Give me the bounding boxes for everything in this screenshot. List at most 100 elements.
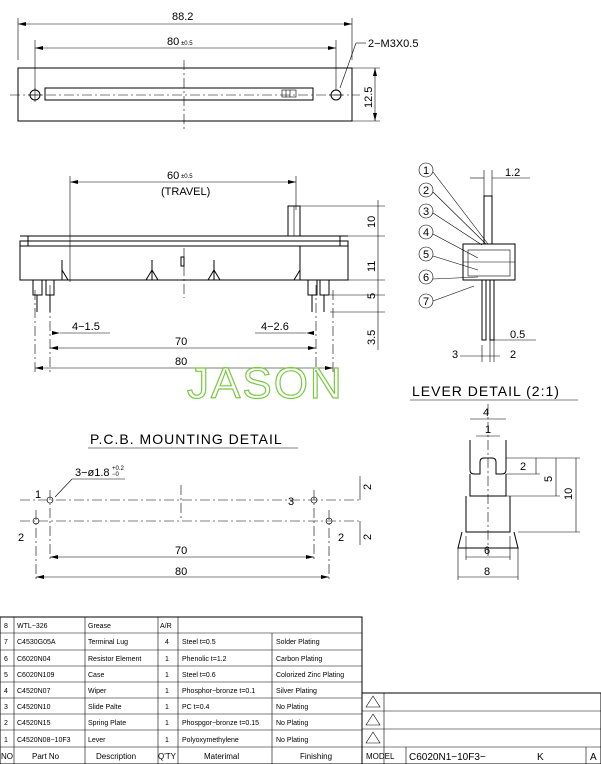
svg-text:Materimal: Materimal [204, 752, 239, 761]
lever-base-dim: 8 [484, 566, 490, 578]
svg-text:4: 4 [4, 688, 8, 695]
title-block: MODEL C6020N1−10F3− K A [361, 692, 601, 764]
svg-text:C6020N109: C6020N109 [17, 672, 54, 679]
svg-text:7: 7 [4, 639, 8, 646]
pcb-dim-2-bottom: 2 [362, 534, 374, 540]
svg-text:Grease: Grease [88, 623, 111, 630]
inner-span-dim: 70 [175, 336, 187, 348]
svg-text:C4520N07: C4520N07 [17, 688, 51, 695]
svg-text:Resistor Element: Resistor Element [88, 656, 141, 663]
svg-text:3: 3 [423, 206, 429, 218]
svg-text:Part No: Part No [32, 752, 60, 761]
callout-4: 4 [418, 224, 479, 259]
svg-text:4: 4 [423, 227, 429, 239]
lever-detail: LEVER DETAIL (2:1) 4 1 2 5 10 6 8 [410, 383, 580, 580]
pcb-hole-tol-lower: −0 [112, 472, 120, 478]
svg-text:5: 5 [4, 672, 8, 679]
travel-tol: ±0.5 [181, 174, 193, 180]
svg-text:Spring Plate: Spring Plate [88, 720, 126, 727]
svg-text:A/R: A/R [160, 623, 172, 630]
svg-text:Phospgor−bronze t=0.15: Phospgor−bronze t=0.15 [182, 720, 259, 727]
callout-6: 6 [418, 269, 479, 285]
model-number: C6020N1−10F3− [409, 752, 486, 763]
svg-text:Finishing: Finishing [300, 752, 332, 761]
pin-length-dim: 3.5 [366, 330, 378, 345]
revision-letter: A [590, 752, 597, 763]
svg-text:Terminal Lug: Terminal Lug [88, 639, 128, 646]
outer-span-dim: 80 [175, 356, 187, 368]
svg-text:Description: Description [96, 752, 136, 761]
svg-text:5: 5 [423, 249, 429, 261]
svg-text:C4520N15: C4520N15 [17, 720, 51, 727]
svg-text:NO: NO [1, 752, 13, 761]
callout-1: 1 [418, 162, 489, 245]
callout-3: 3 [418, 203, 483, 246]
svg-text:Polyoxymethylene: Polyoxymethylene [182, 737, 239, 744]
svg-text:4: 4 [165, 639, 169, 646]
pcb-mark-1: 1 [35, 489, 41, 501]
section-dim-3: 3 [452, 349, 458, 361]
hole-pitch-dim: 80 [167, 36, 179, 48]
bom-row: 8 WTL−326 Grease A/R [4, 623, 172, 630]
svg-text:1: 1 [165, 656, 169, 663]
travel-label: (TRAVEL) [161, 186, 210, 198]
svg-text:C4520N10: C4520N10 [17, 704, 51, 711]
svg-text:7: 7 [423, 296, 429, 308]
pcb-mark-3: 3 [288, 496, 294, 508]
left-pins-dim: 4−1.5 [72, 321, 100, 333]
svg-text:Wiper: Wiper [88, 688, 107, 695]
section-dim-2: 2 [510, 349, 516, 361]
callout-5: 5 [418, 246, 479, 271]
overall-width-dim: 88.2 [172, 11, 193, 23]
callout-7: 7 [418, 285, 475, 309]
lever-neck-dim: 6 [484, 545, 490, 557]
svg-text:C4520N08−10F3: C4520N08−10F3 [17, 737, 71, 744]
top-view: 88.2 80 ±0.5 2−M3X0.5 12. [10, 11, 418, 130]
model-label: MODEL [366, 752, 395, 761]
logo-text: JASON [187, 359, 344, 408]
lever-detail-title: LEVER DETAIL (2:1) [412, 383, 560, 399]
plate-height-dim: 12.5 [363, 87, 375, 108]
svg-text:C4530G05A: C4530G05A [17, 639, 56, 646]
svg-text:1: 1 [165, 737, 169, 744]
section-view: 1 2 3 4 5 6 7 1.2 0.5 3 2 [418, 162, 536, 362]
revision-triangle-icon [365, 731, 381, 744]
svg-text:Q'TY: Q'TY [158, 752, 177, 761]
svg-text:Carbon Plating: Carbon Plating [276, 656, 322, 663]
svg-text:Slide Palte: Slide Palte [88, 704, 122, 711]
pin-height-dim: 5 [366, 293, 378, 299]
mounting-holes-spec: 2−M3X0.5 [368, 38, 418, 50]
svg-text:C6020N04: C6020N04 [17, 656, 51, 663]
pcb-hole-spec: 3−ø1.8 [75, 467, 110, 479]
svg-text:6: 6 [423, 272, 429, 284]
pcb-hole-tol: +0.2 [112, 466, 125, 472]
body-height-dim: 11 [366, 261, 378, 272]
pcb-dim-2-top: 2 [362, 484, 374, 490]
svg-text:Lever: Lever [88, 737, 106, 744]
svg-text:Solder Plating: Solder Plating [276, 639, 320, 646]
lever-top-width-dim: 4 [483, 407, 489, 419]
pcb-mark-2-right: 2 [338, 532, 344, 544]
svg-text:Case: Case [88, 672, 104, 679]
travel-dim: 60 [167, 170, 179, 182]
svg-text:2: 2 [423, 185, 429, 197]
svg-text:Steel t=0.6: Steel t=0.6 [182, 672, 216, 679]
bom-row: 6 C6020N04 Resistor Element 1 Phenolic t… [4, 656, 322, 663]
bom-row: 5 C6020N109 Case 1 Steel t=0.6 Colorized… [4, 672, 344, 679]
lever-total-dim: 10 [563, 488, 575, 500]
hole-pitch-tol: ±0.5 [181, 41, 193, 47]
bom-row: 1 C4520N08−10F3 Lever 1 Polyoxymethylene… [4, 737, 308, 744]
svg-text:No Plating: No Plating [276, 737, 308, 744]
bom-table: 8 WTL−326 Grease A/R 7 C4530G05A Termina… [0, 616, 363, 764]
svg-text:Silver Plating: Silver Plating [276, 688, 317, 695]
pcb-outer-span-dim: 80 [175, 566, 187, 578]
svg-text:1: 1 [165, 720, 169, 727]
revision-triangle-icon [365, 695, 381, 708]
lever-slot-dim: 2 [520, 461, 526, 473]
svg-text:No Plating: No Plating [276, 704, 308, 711]
svg-text:2: 2 [4, 720, 8, 727]
pcb-title: P.C.B. MOUNTING DETAIL [90, 431, 283, 447]
bom-header: NO Part No Description Q'TY Materimal Fi… [1, 752, 332, 761]
svg-text:Steel t=0.5: Steel t=0.5 [182, 639, 216, 646]
